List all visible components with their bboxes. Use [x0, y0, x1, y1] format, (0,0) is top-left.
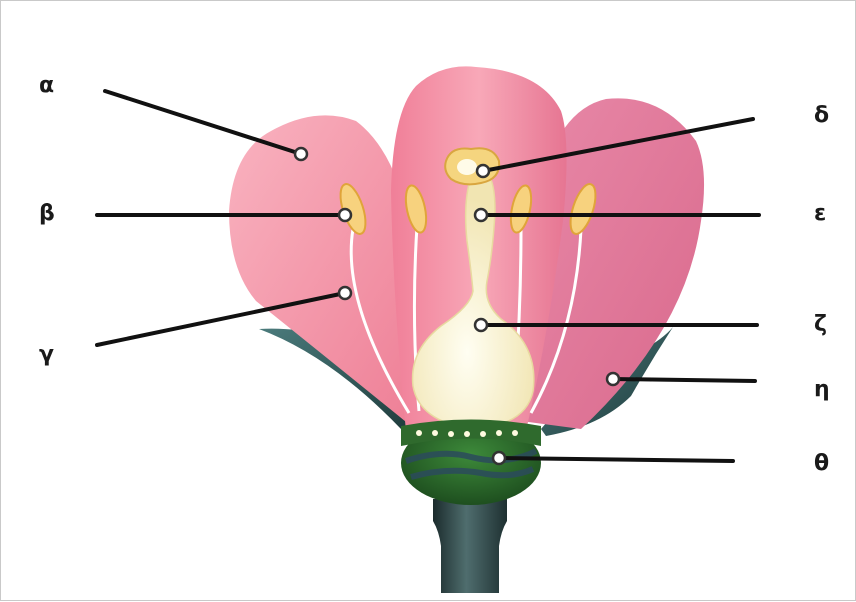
pointer-eta [613, 379, 755, 381]
label-delta: δ [814, 105, 829, 127]
dot-beta [339, 209, 351, 221]
label-zeta: ζ [814, 314, 827, 336]
dot-theta [493, 452, 505, 464]
label-theta: θ [814, 453, 829, 475]
label-beta: β [39, 203, 55, 225]
pointer-alpha [105, 91, 301, 154]
stalk [433, 499, 507, 593]
dot-alpha [295, 148, 307, 160]
label-alpha: α [39, 75, 54, 97]
dot-zeta [475, 319, 487, 331]
dot-delta [477, 165, 489, 177]
dot-epsilon [475, 209, 487, 221]
label-gamma: γ [39, 344, 54, 366]
label-eta: η [814, 379, 830, 401]
petal-left [229, 115, 415, 426]
dot-eta [607, 373, 619, 385]
dot-gamma [339, 287, 351, 299]
label-epsilon: ε [814, 203, 826, 225]
